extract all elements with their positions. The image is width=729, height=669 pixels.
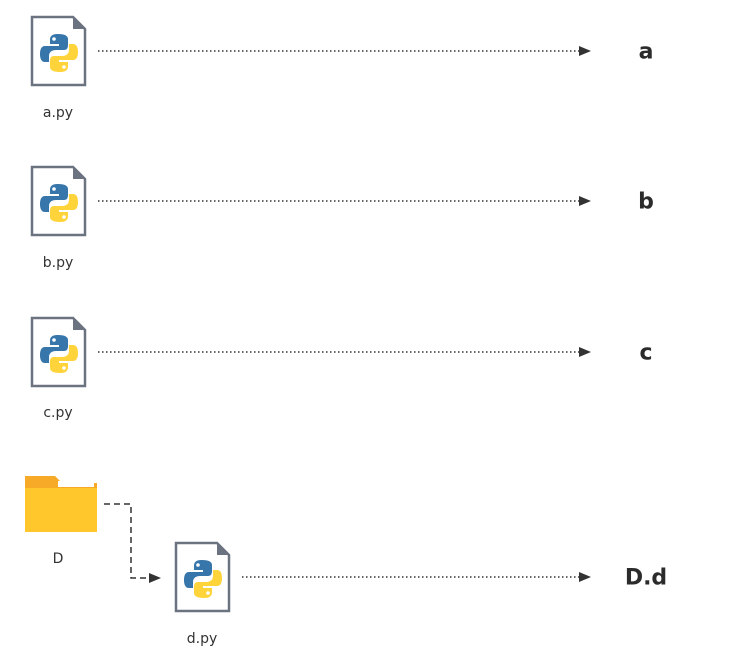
python-file-icon-d[interactable] xyxy=(174,541,231,613)
module-name-label: D.d xyxy=(624,565,668,591)
module-name-label: b xyxy=(638,189,654,215)
python-file-icon-c[interactable] xyxy=(30,316,87,388)
file-name-label: a.py xyxy=(42,105,74,121)
file-name-label: c.py xyxy=(43,405,73,421)
folder-name-label: D xyxy=(52,551,64,567)
folder-contains-connector xyxy=(104,503,161,583)
module-name-label: c xyxy=(639,340,653,366)
python-file-icon-b[interactable] xyxy=(30,165,87,237)
file-name-label: b.py xyxy=(42,255,74,271)
folder-icon[interactable] xyxy=(25,476,97,532)
module-name-label: a xyxy=(638,39,654,65)
python-file-icon-a[interactable] xyxy=(30,15,87,87)
file-name-label: d.py xyxy=(186,631,218,647)
